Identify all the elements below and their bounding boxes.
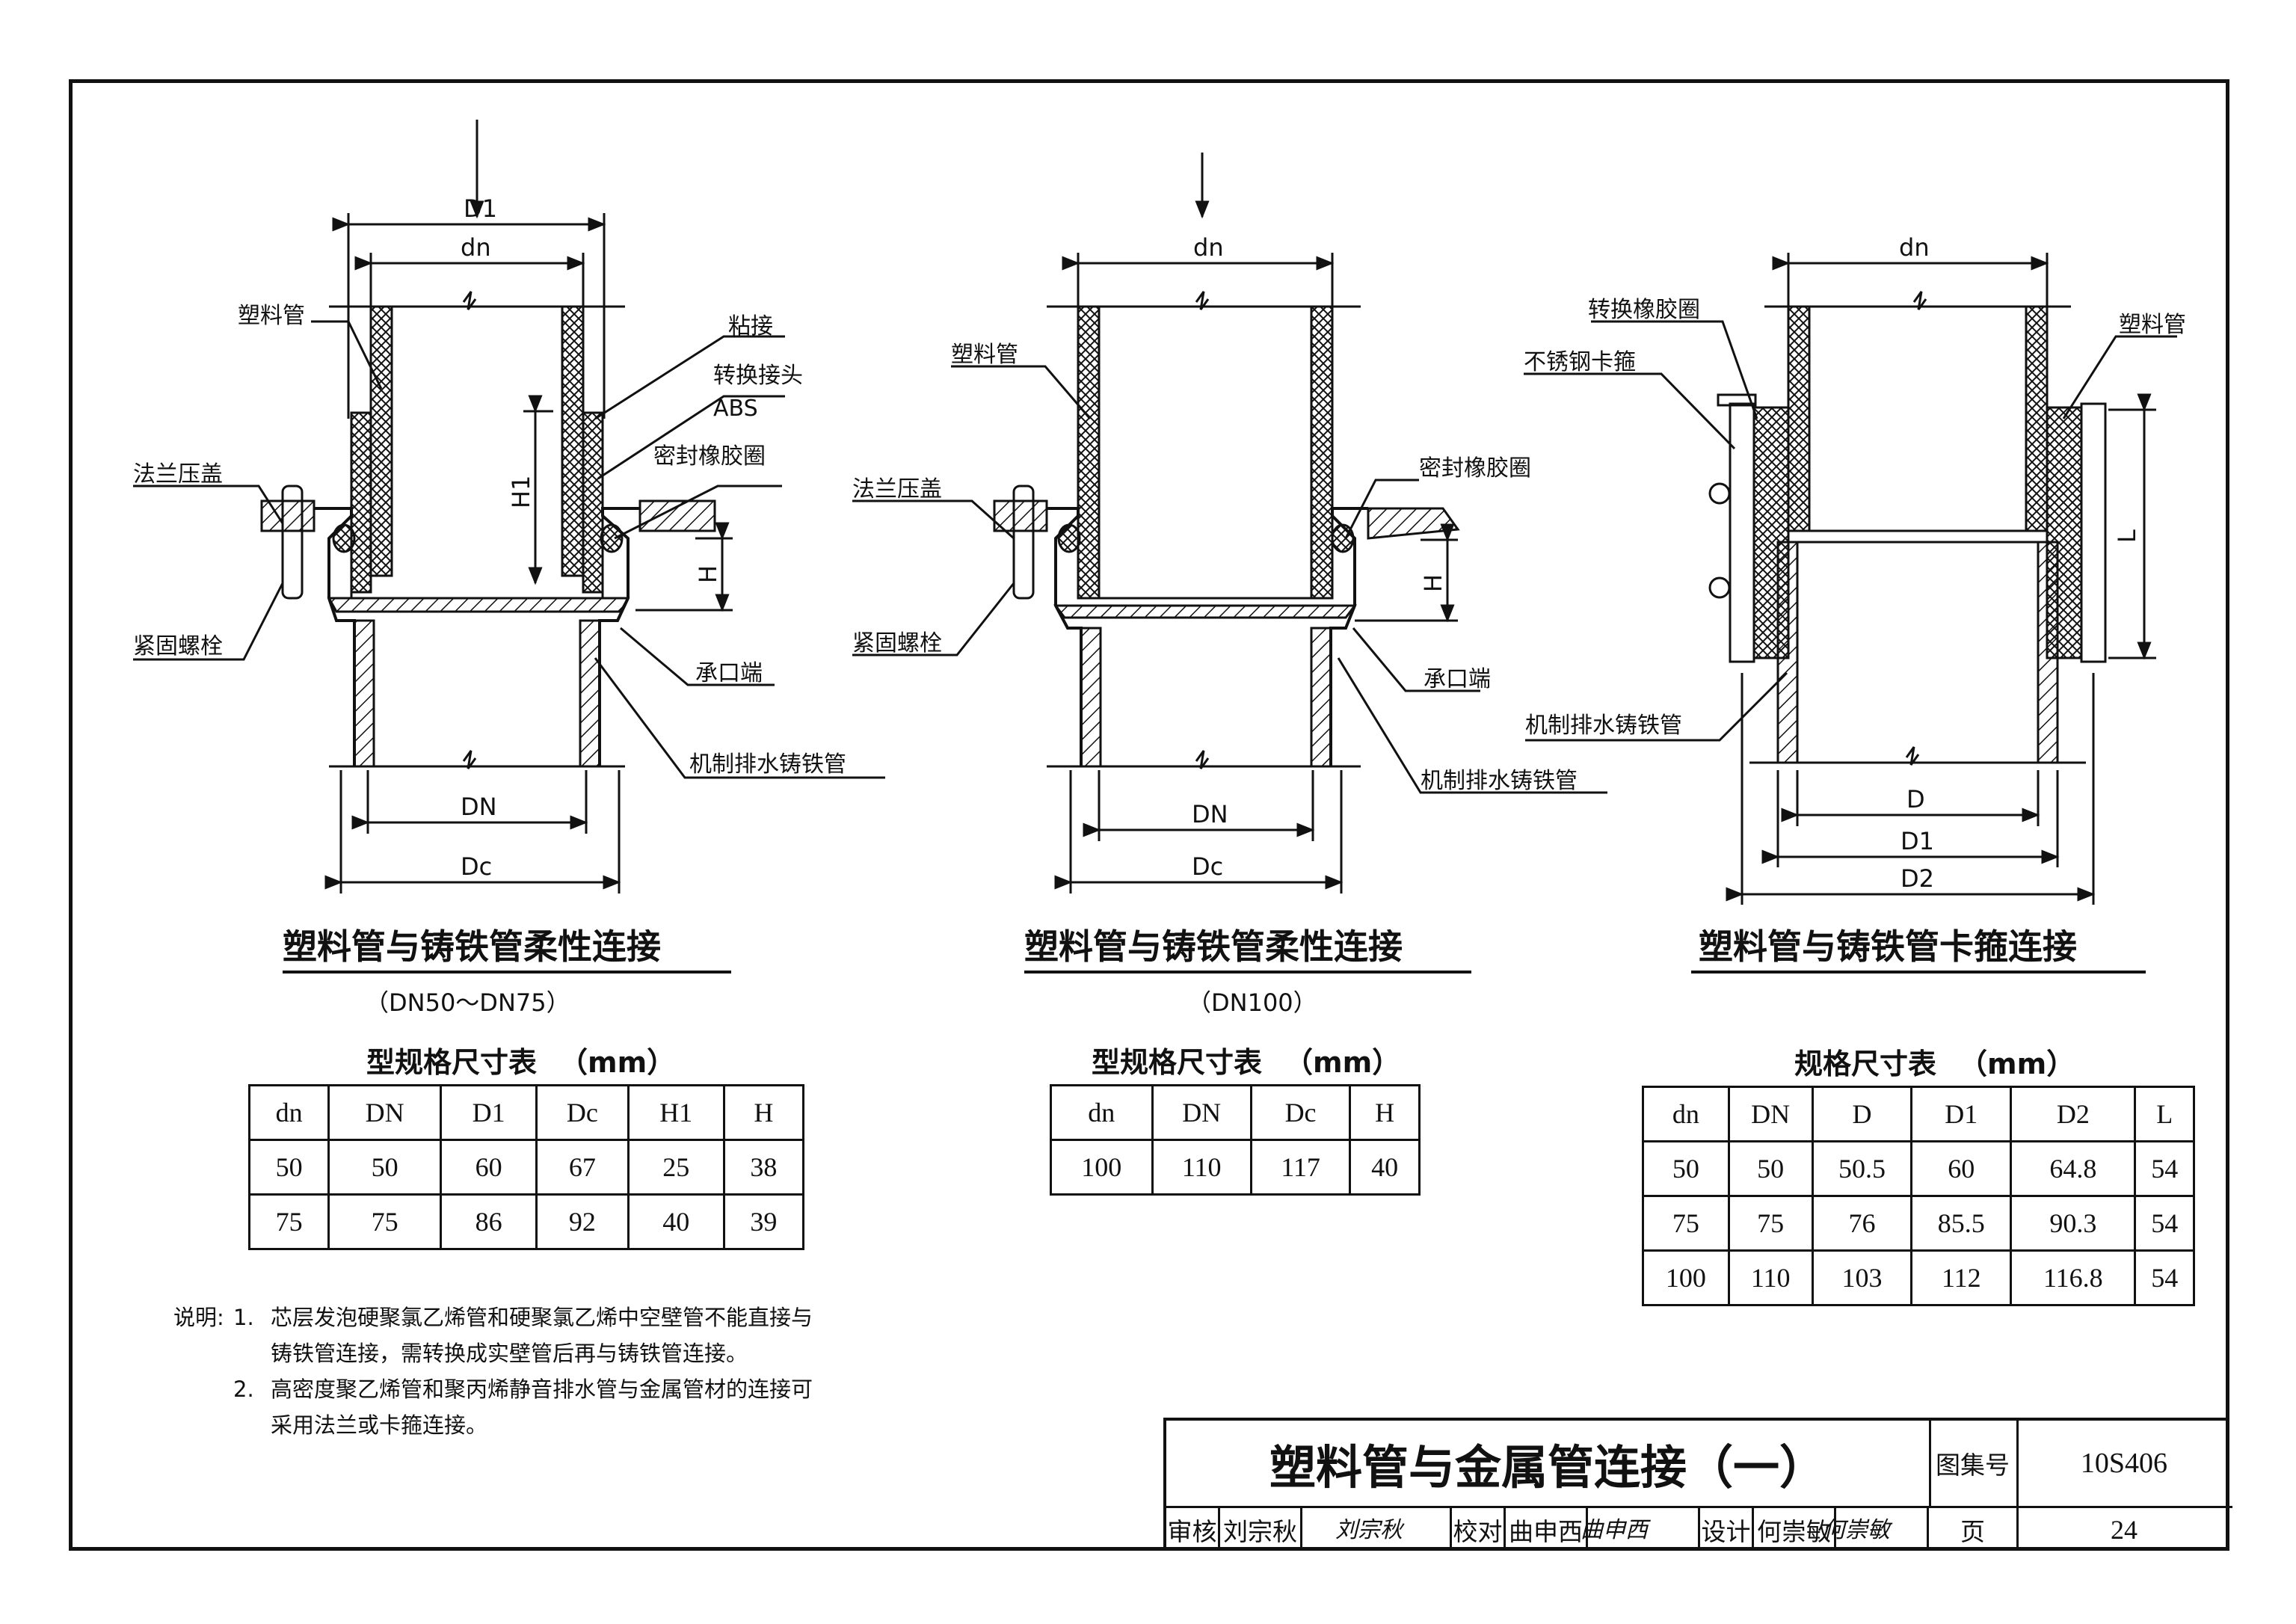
review-label: 审核 bbox=[1166, 1508, 1220, 1551]
reviewer-name: 刘宗秋 bbox=[1220, 1508, 1302, 1551]
fig1-dim-d1: D1 bbox=[464, 194, 497, 223]
checker-name: 曲申西 bbox=[1506, 1508, 1588, 1551]
page-number: 24 bbox=[2111, 1514, 2138, 1545]
fig1-label-socket-end: 承口端 bbox=[695, 660, 763, 686]
fig2-label-cast-iron-pipe: 机制排水铸铁管 bbox=[1421, 768, 1578, 794]
drawing-title: 塑料管与金属管连接（一） bbox=[1166, 1421, 1931, 1506]
fig3-title: 塑料管与铸铁管卡箍连接 bbox=[1699, 926, 2077, 967]
fig1-label-cast-iron-pipe: 机制排水铸铁管 bbox=[689, 751, 846, 778]
signature-reviewer: 刘宗秋 bbox=[1335, 1517, 1405, 1543]
fig1-subtitle: （DN50～DN75） bbox=[365, 988, 570, 1017]
drawing-frame bbox=[69, 79, 2229, 1551]
check-label: 校对 bbox=[1452, 1508, 1506, 1551]
fig3-dim-l: L bbox=[2113, 529, 2141, 543]
fig3-dim-D: D bbox=[1906, 785, 1925, 813]
fig1-dim-dn: dn bbox=[461, 233, 491, 262]
fig1-dim-Dc: Dc bbox=[461, 852, 492, 881]
fig2-dim-h: H bbox=[1419, 574, 1447, 592]
fig2-label-plastic-pipe: 塑料管 bbox=[951, 342, 1018, 368]
fig2-label-socket-end: 承口端 bbox=[1424, 666, 1491, 692]
fig3-label-cast-iron-pipe: 机制排水铸铁管 bbox=[1525, 713, 1682, 739]
table3-caption: 规格尺寸表（mm） bbox=[1794, 1048, 2075, 1080]
fig1-label-flange-cover: 法兰压盖 bbox=[133, 461, 223, 487]
reviewer-signature-cell bbox=[1302, 1508, 1452, 1551]
fig3-dim-dn: dn bbox=[1899, 233, 1930, 262]
fig1-label-seal-ring: 密封橡胶圈 bbox=[653, 443, 766, 470]
table2-caption: 型规格尺寸表（mm） bbox=[1092, 1046, 1401, 1079]
fig2-label-flange-cover: 法兰压盖 bbox=[852, 476, 942, 502]
fig2-label-seal-ring: 密封橡胶圈 bbox=[1419, 455, 1531, 482]
fig3-label-rubber-ring: 转换橡胶圈 bbox=[1588, 297, 1700, 323]
fig1-dim-DN: DN bbox=[461, 793, 497, 821]
notes-label: 说明: bbox=[173, 1305, 224, 1330]
fig3-label-plastic-pipe: 塑料管 bbox=[2119, 312, 2186, 338]
fig1-dim-h: H bbox=[694, 565, 722, 583]
designer-signature-cell bbox=[1836, 1508, 1929, 1551]
fig1-label-adapter: 转换接头 bbox=[713, 363, 803, 389]
fig2-dim-dn: dn bbox=[1193, 233, 1224, 262]
fig1-label-abs: ABS bbox=[713, 396, 758, 422]
figure-3-clamp-joint bbox=[1524, 253, 2177, 905]
fig3-label-clamp: 不锈钢卡箍 bbox=[1524, 349, 1636, 375]
fig2-subtitle: （DN100） bbox=[1187, 988, 1317, 1017]
note-2-line-2: 采用法兰或卡箍连接。 bbox=[271, 1412, 488, 1438]
designer-name: 何崇敏 bbox=[1754, 1508, 1836, 1551]
design-label: 设计 bbox=[1700, 1508, 1754, 1551]
note-1-line-2: 铸铁管连接，需转换成实壁管后再与铸铁管连接。 bbox=[271, 1341, 748, 1366]
fig1-title: 塑料管与铸铁管柔性连接 bbox=[283, 926, 661, 967]
fig1-label-plastic-pipe: 塑料管 bbox=[238, 303, 305, 329]
fig2-dim-Dc: Dc bbox=[1192, 852, 1223, 881]
title-block: 塑料管与金属管连接（一） 图集号 10S406 审核 刘宗秋 校对 曲申西 设计… bbox=[1163, 1418, 2232, 1551]
fig2-dim-DN: DN bbox=[1192, 800, 1228, 828]
note-2-line-1: 高密度聚乙烯管和聚丙烯静音排水管与金属管材的连接可 bbox=[271, 1377, 813, 1402]
signature-checker: 曲申西 bbox=[1581, 1517, 1651, 1543]
fig2-label-bolt: 紧固螺栓 bbox=[852, 630, 942, 656]
note-1-line-1: 芯层发泡硬聚氯乙烯管和硬聚氯乙烯中空壁管不能直接与 bbox=[271, 1305, 813, 1330]
table1-caption: 型规格尺寸表（mm） bbox=[366, 1046, 676, 1079]
fig3-dim-D1: D1 bbox=[1900, 827, 1934, 855]
atlas-label: 图集号 bbox=[1929, 1421, 2019, 1506]
fig1-label-bolt: 紧固螺栓 bbox=[133, 633, 223, 659]
fig2-title: 塑料管与铸铁管柔性连接 bbox=[1024, 926, 1403, 967]
page-label: 页 bbox=[1929, 1508, 2019, 1551]
notes: 说明:1.芯层发泡硬聚氯乙烯管和硬聚氯乙烯中空壁管不能直接与 铸铁管连接，需转换… bbox=[173, 1299, 813, 1443]
fig3-dim-D2: D2 bbox=[1900, 864, 1934, 893]
atlas-number: 10S406 bbox=[2080, 1448, 2168, 1479]
figure-2-flexible-joint-dn100 bbox=[852, 153, 1607, 893]
fig1-label-glue: 粘接 bbox=[728, 313, 773, 339]
checker-signature-cell bbox=[1588, 1508, 1700, 1551]
fig1-dim-h1: H1 bbox=[507, 476, 535, 508]
figure-1-flexible-joint-dn50-75 bbox=[133, 120, 885, 893]
